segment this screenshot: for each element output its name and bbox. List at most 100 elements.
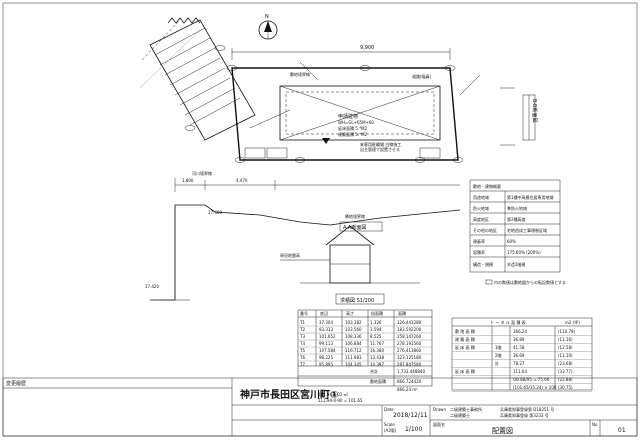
area-cell: 183.592200 <box>397 327 422 332</box>
area-cell: 11.767 <box>370 341 384 346</box>
floor-cell: OB.8B/95 = 75.66 <box>513 377 550 382</box>
area-cell: 108.336 <box>345 334 362 339</box>
summary-cell: 防火地域 <box>473 205 489 211</box>
scale-label: Scale <box>384 422 395 427</box>
section-roof <box>325 225 375 246</box>
floor-unit: m2 (坪) <box>565 319 580 325</box>
summary-cell: 容積率 <box>473 249 485 255</box>
summary-cell: 宅地造成工事規制区域 <box>507 227 547 233</box>
area-header: 高さ <box>346 310 354 316</box>
section-title-box <box>339 221 383 232</box>
area-total-label: 合計 <box>370 368 378 374</box>
drawing-name: 配置図 <box>492 427 513 435</box>
plan-view: 9,900 申請建物 WH=GL+65M+60 延床面積 5.*M2 建築面積 … <box>139 14 538 163</box>
dim-top: 9,900 <box>360 45 374 51</box>
floor-cell: (23.68) <box>558 361 573 366</box>
ground-profile <box>150 204 461 301</box>
draw-detail2: 二級建築士 <box>450 412 470 418</box>
area-cell: 101.652 <box>319 334 336 339</box>
boundary-note: 敷地境界線 <box>290 71 310 77</box>
area-cell: 103.560 <box>345 327 362 332</box>
draw-office: 二級建築士事務所 <box>450 406 482 412</box>
building-footprint <box>279 85 441 141</box>
floor-cell: 36.89 <box>513 337 525 342</box>
floor-cell: 1階 <box>495 344 502 350</box>
summary-note: 内の数値は敷地図からの転記数値とする <box>494 279 566 285</box>
north-mark: N <box>265 14 269 20</box>
area-cell: T4 <box>299 341 305 346</box>
building-area: 建築面積 5.*M2 <box>338 131 368 137</box>
draw-detail3: 兵庫県知事登録 第3233 号 <box>500 412 549 418</box>
floor-cell: 366.24 <box>513 329 527 334</box>
drawing-name-label: 図面名 <box>433 421 445 427</box>
area-area-label: 敷地面積 <box>370 378 386 384</box>
area-note2: 111.94-0-90 = 101.65 <box>318 398 363 403</box>
area-header: 面積 <box>398 310 406 316</box>
area-cell: 276.413860 <box>397 348 422 353</box>
floor-cell: (11.10) <box>558 353 573 358</box>
road-label: 道路(幅員) <box>412 73 432 79</box>
area-cell: T2 <box>299 327 305 332</box>
dim-d: 17.400 <box>208 210 222 215</box>
area-cell: 1.326 <box>370 320 382 325</box>
floor-cell: 2階 <box>495 352 502 358</box>
area-total: 1,733.448840 <box>397 369 425 374</box>
area-cell: T7 <box>299 362 305 367</box>
area-cell: 3.594 <box>370 327 382 332</box>
floor-cell: (101.65/35.24) × 100 <box>513 385 557 390</box>
summary-cell: 構造・規模 <box>473 261 493 267</box>
area-cell: 116.712 <box>345 348 362 353</box>
area-m2: 866.24 m² <box>397 387 418 392</box>
drawing-no: 01 <box>618 427 626 434</box>
scale-title-box <box>335 293 385 305</box>
area-header: 番号 <box>300 310 308 316</box>
floor-cell: 111.64 <box>513 369 527 374</box>
floor-cell: (33.77) <box>558 369 573 374</box>
floor-cell: 78.27 <box>513 361 525 366</box>
summary-table: 敷地・建物概要 用途地域 第1種中高層住居専用地域 防火地域 準防火地域 高度地… <box>469 179 566 285</box>
area-cell: 8.525 <box>370 334 382 339</box>
no-label: No <box>592 422 598 427</box>
draw-label: Drawn <box>433 407 446 412</box>
leader <box>299 61 319 81</box>
sloped-boundary <box>149 19 256 141</box>
area-cell: 323.125180 <box>397 355 422 360</box>
area-cell: 258.147260 <box>397 334 422 339</box>
area-cell: 95.895 <box>319 362 333 367</box>
site-boundary <box>231 67 459 161</box>
draw-detail1: 兵庫県知事登録第 D18251 号 <box>500 406 554 412</box>
floor-cell: 36.69 <box>513 353 525 358</box>
north-arrow-icon <box>264 21 272 32</box>
area-cell: 287.847580 <box>397 362 422 367</box>
entrance-marker <box>322 138 330 144</box>
area-cell: 278.191560 <box>397 341 422 346</box>
building-name: 申請建物 <box>338 113 358 120</box>
area-cell: 16.380 <box>370 348 384 353</box>
area-cell: 104.345 <box>345 362 362 367</box>
summary-cell: 第2種高度 <box>507 216 526 222</box>
dim-a: 1,800 <box>182 178 194 183</box>
area-cell: 10.397 <box>370 362 384 367</box>
area-header: 底辺 <box>320 310 328 316</box>
survey-point <box>226 65 238 71</box>
project-name: 神戸市長田区宮川町① <box>240 388 338 401</box>
floor-title: ト ー タ ル 面 積 表 <box>490 319 526 325</box>
date: 2018/12/11 <box>393 412 428 419</box>
section-title: A-A断面図 <box>343 224 366 231</box>
note-center2: 自主管理で設置させる <box>360 146 400 152</box>
floor-cell: (12.58) <box>558 345 573 350</box>
scale-sub: (A3版) <box>384 427 397 433</box>
summary-cell: 木造2階建 <box>507 261 526 267</box>
floor-cell: (11.16) <box>558 337 573 342</box>
area-cell: T1 <box>299 320 305 325</box>
floor-cell: (30.75) <box>558 385 573 390</box>
area-cell: 98.225 <box>319 355 333 360</box>
retaining-wall <box>167 17 201 24</box>
floor-cell: (22.88) <box>558 377 573 382</box>
summary-cell: 準防火地域 <box>507 205 527 211</box>
building-size: WH=GL+65M+60 <box>338 120 374 125</box>
summary-cell: 175.60% (200%) <box>507 250 541 255</box>
